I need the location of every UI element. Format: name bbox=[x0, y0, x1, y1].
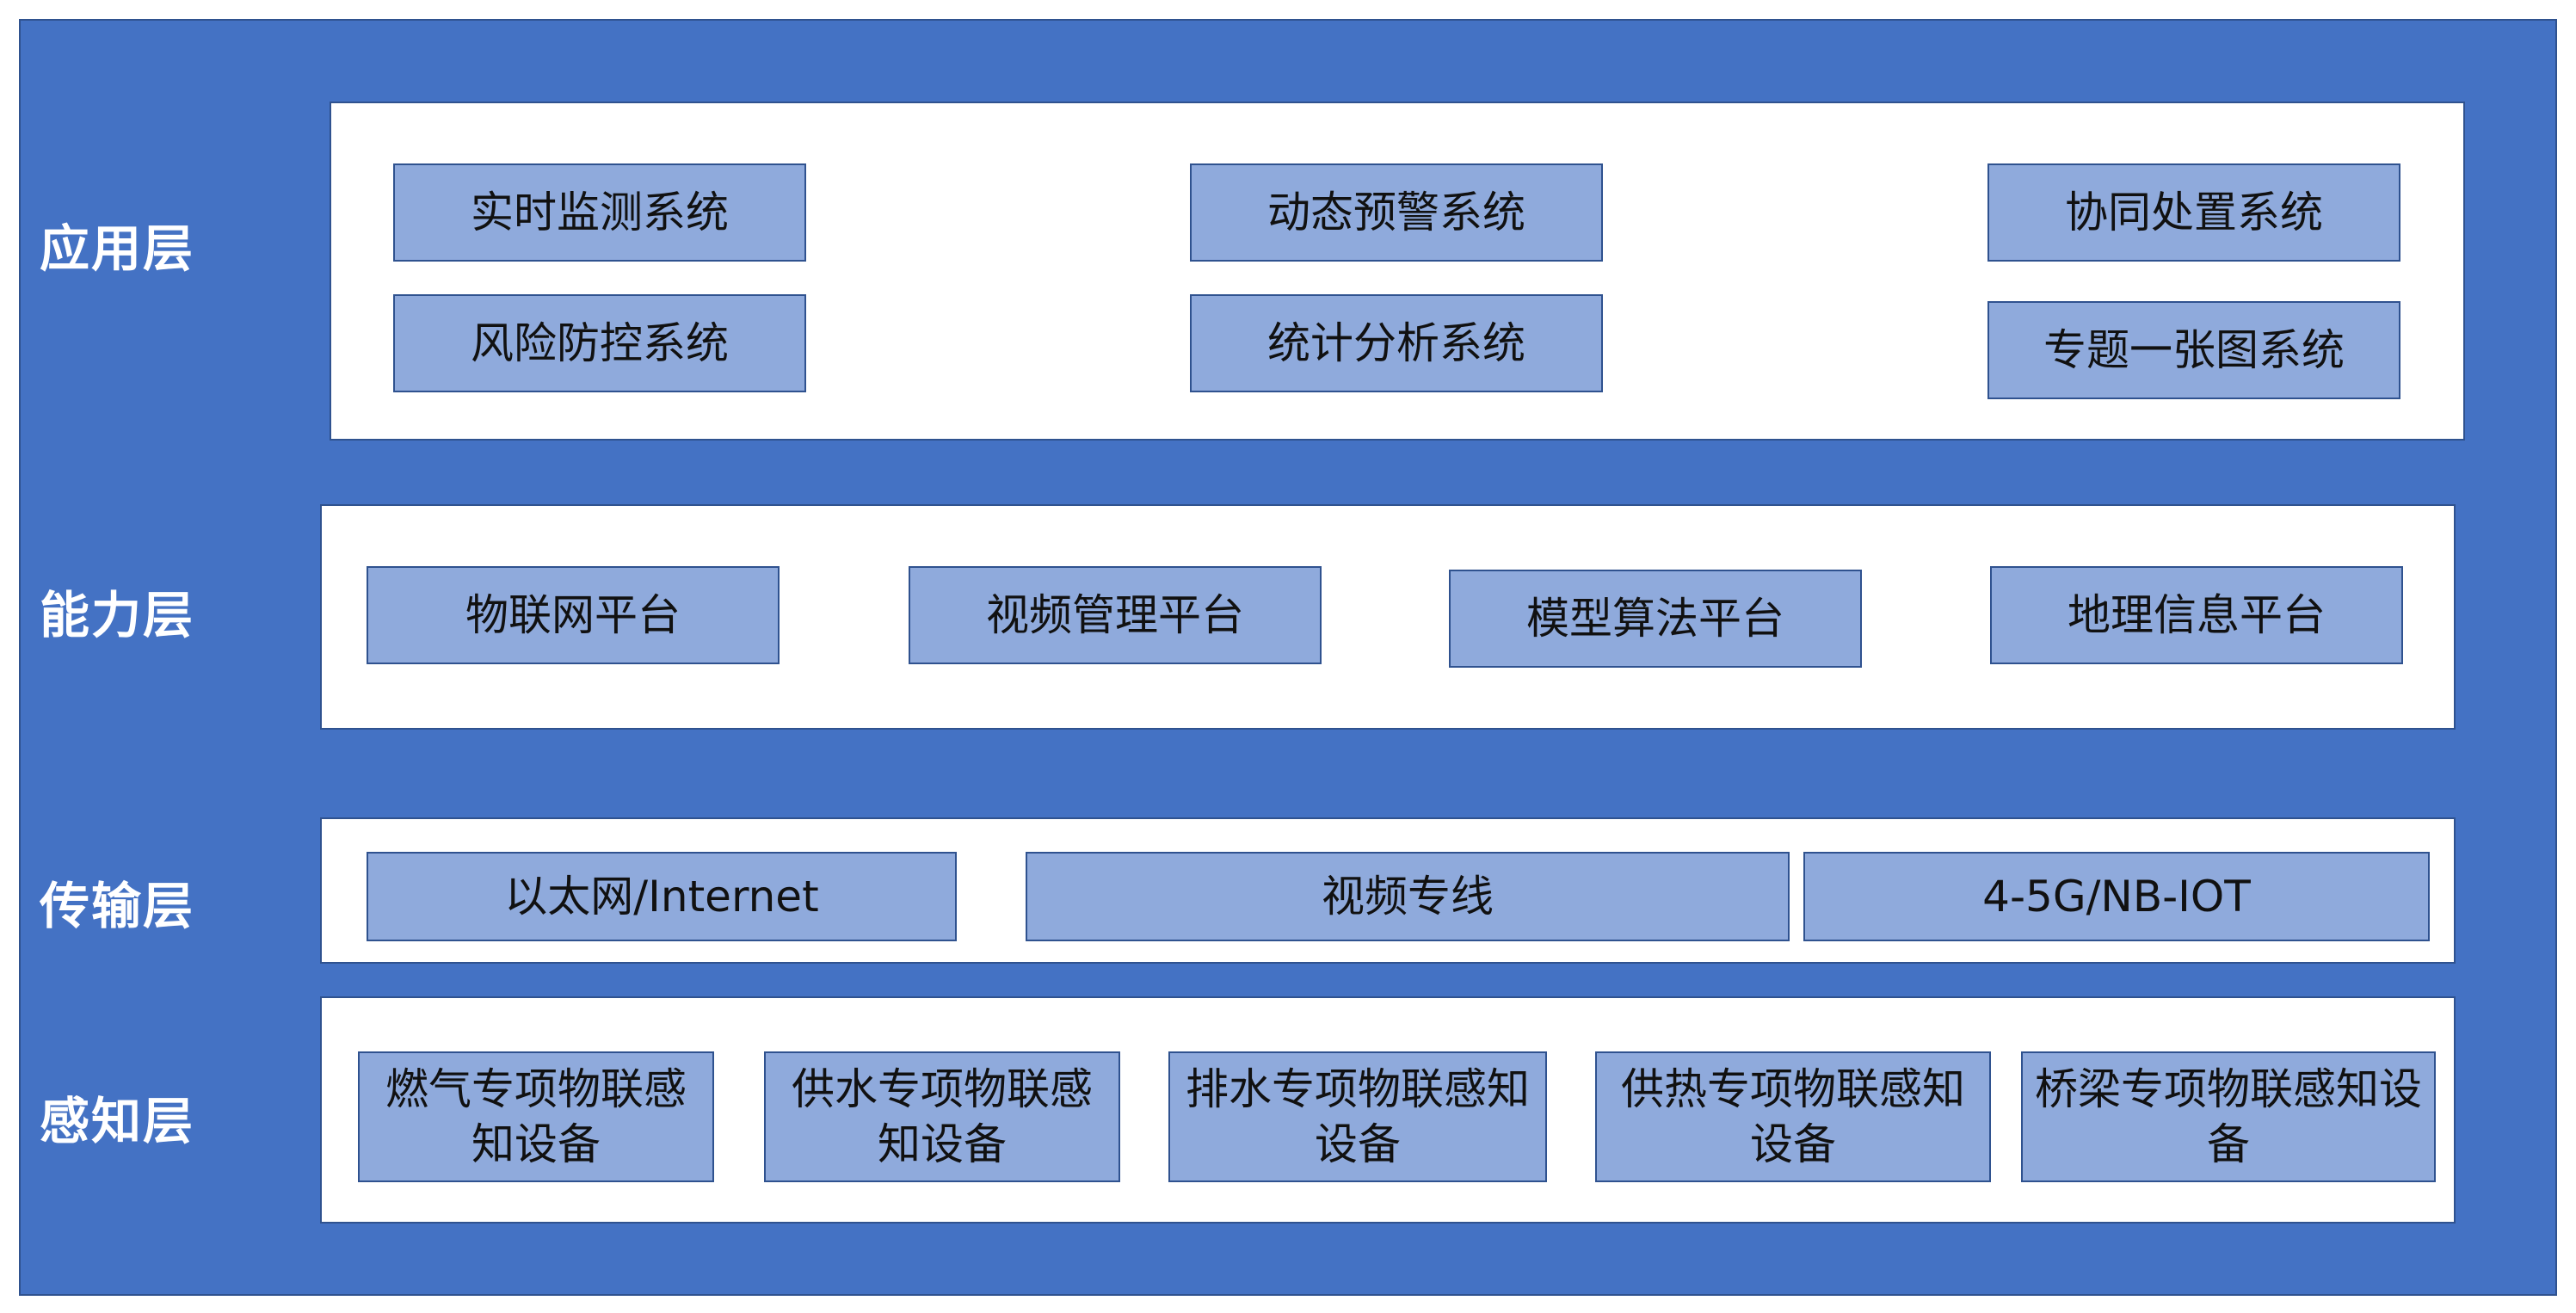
perc-drainage-device-box: 排水专项物联感知设备 bbox=[1168, 1051, 1547, 1182]
cap-gis-platform-box: 地理信息平台 bbox=[1990, 566, 2403, 664]
layer-label-application: 应用层 bbox=[40, 219, 195, 278]
layer-label-perception: 感知层 bbox=[40, 1092, 195, 1150]
perception-layer-panel: 燃气专项物联感知设备 供水专项物联感知设备 排水专项物联感知设备 供热专项物联感… bbox=[320, 996, 2456, 1224]
application-layer-panel: 实时监测系统 动态预警系统 协同处置系统 风险防控系统 统计分析系统 专题一张图… bbox=[330, 102, 2465, 441]
cap-video-management-box: 视频管理平台 bbox=[909, 566, 1322, 664]
perc-bridge-device-box: 桥梁专项物联感知设备 bbox=[2021, 1051, 2436, 1182]
perc-gas-device-box: 燃气专项物联感知设备 bbox=[358, 1051, 714, 1182]
layer-label-capability: 能力层 bbox=[40, 586, 195, 644]
trans-ethernet-box: 以太网/Internet bbox=[367, 852, 957, 941]
app-statistical-analysis-box: 统计分析系统 bbox=[1190, 294, 1603, 392]
app-realtime-monitoring-box: 实时监测系统 bbox=[393, 163, 806, 262]
app-dynamic-warning-box: 动态预警系统 bbox=[1190, 163, 1603, 262]
perc-heating-device-box: 供热专项物联感知设备 bbox=[1595, 1051, 1991, 1182]
transport-layer-panel: 以太网/Internet 视频专线 4-5G/NB-IOT bbox=[320, 817, 2456, 964]
layer-label-transport: 传输层 bbox=[40, 877, 195, 935]
perc-water-supply-device-box: 供水专项物联感知设备 bbox=[764, 1051, 1120, 1182]
capability-layer-panel: 物联网平台 视频管理平台 模型算法平台 地理信息平台 bbox=[320, 504, 2456, 730]
app-risk-control-box: 风险防控系统 bbox=[393, 294, 806, 392]
trans-video-line-box: 视频专线 bbox=[1026, 852, 1790, 941]
app-thematic-map-box: 专题一张图系统 bbox=[1987, 301, 2400, 399]
cap-iot-platform-box: 物联网平台 bbox=[367, 566, 780, 664]
cap-model-algorithm-box: 模型算法平台 bbox=[1449, 570, 1862, 668]
trans-4g5g-nbiot-box: 4-5G/NB-IOT bbox=[1803, 852, 2430, 941]
app-collaborative-disposal-box: 协同处置系统 bbox=[1987, 163, 2400, 262]
